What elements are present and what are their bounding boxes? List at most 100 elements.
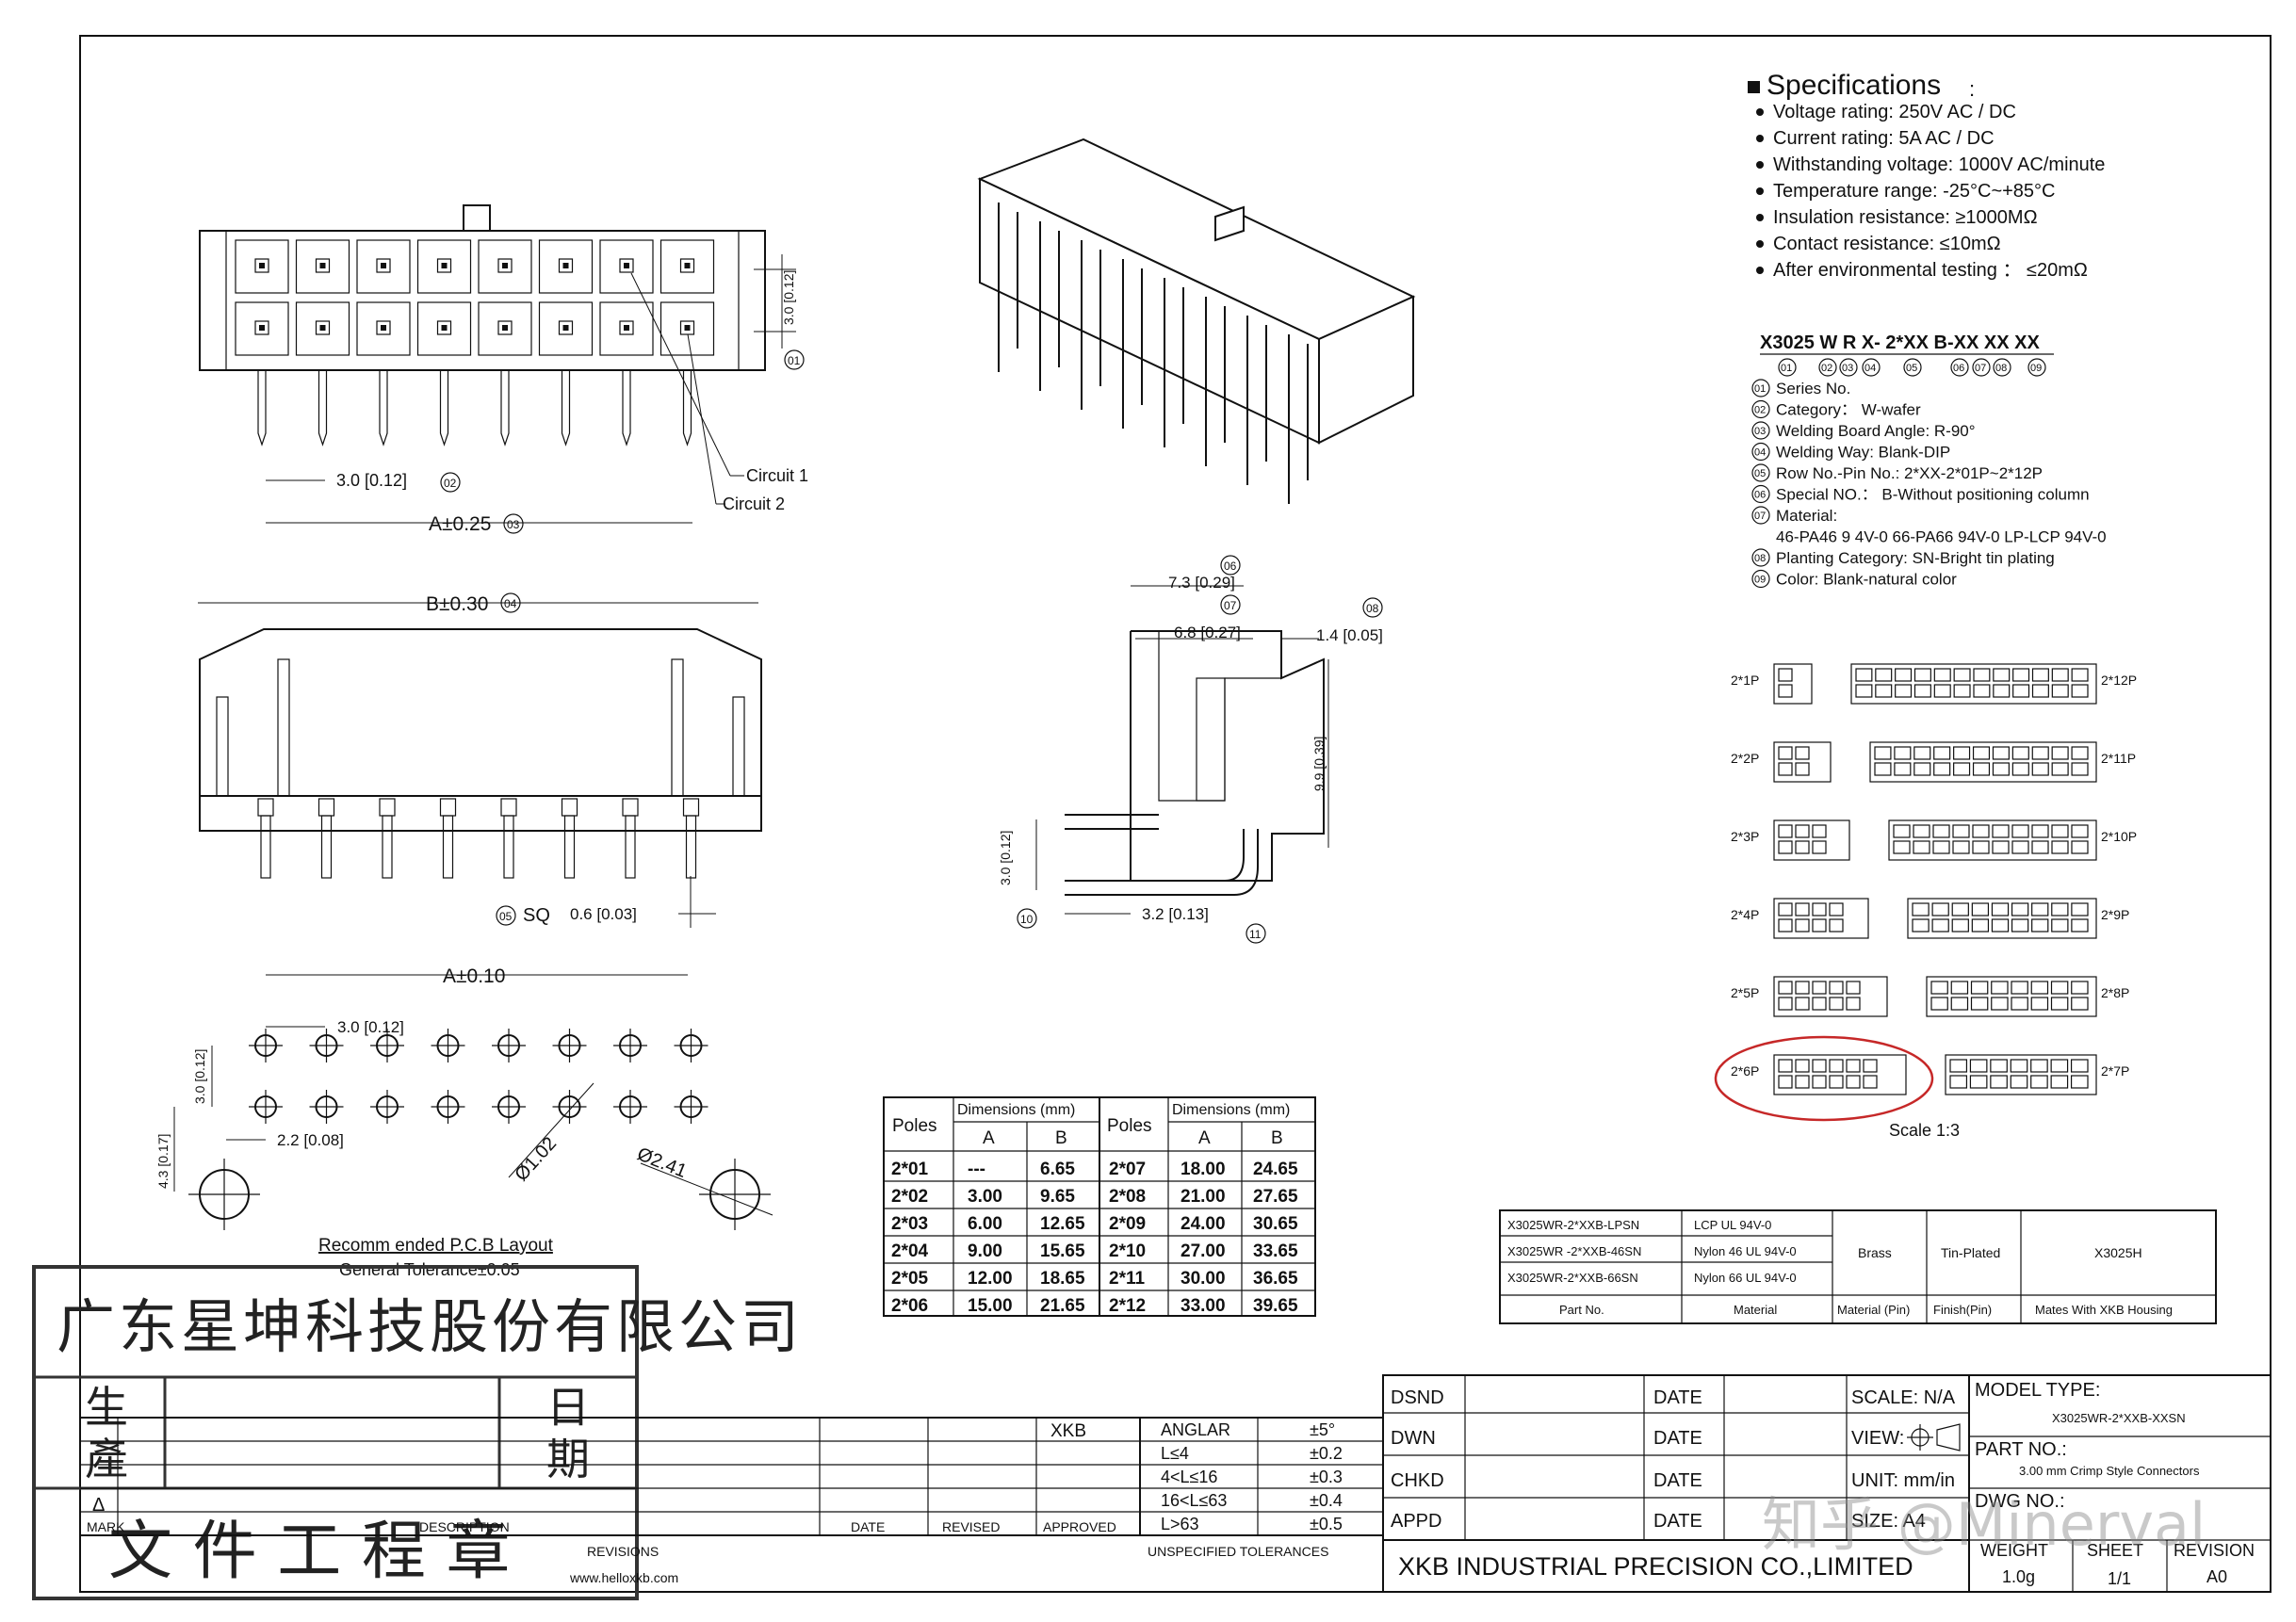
tol-value: ±0.5 [1310,1515,1343,1533]
front-cavity [235,239,289,294]
front-pin [257,370,267,446]
dim-cell: 27.00 [1181,1241,1226,1261]
circled-ref-num: 01 [788,354,801,367]
dim-cell: 2*01 [891,1160,929,1179]
mat-part-no: X3025WR-2*XXB-66SN [1507,1271,1638,1285]
spec-item: Current rating: 5A AC / DC [1773,128,1995,149]
variant-right-shape [1945,1054,2097,1095]
legend-item: Welding Board Angle: R-90° [1776,422,1976,440]
dim-cell: 2*12 [1109,1296,1146,1316]
tb-model-type: MODEL TYPE: [1975,1380,2100,1401]
front-cavity [478,239,532,294]
variant-right-shape [1907,898,2097,939]
circled-ref-num: 11 [1249,928,1262,941]
variant-right-shape [1888,819,2097,861]
code-num: 02 [1821,363,1832,374]
circled-ref [1220,555,1241,576]
circled-ref-num: 08 [1366,602,1379,615]
drawing-frame [79,35,2272,1593]
dim-cell: 30.65 [1253,1214,1298,1234]
circled-ref [440,472,461,493]
front-cavity [235,301,289,356]
front-pin [439,370,449,446]
pcb-22-dim: 2.2 [0.08] [277,1131,344,1149]
top-pin [260,815,271,879]
front-cavity [659,239,715,294]
front-pin [379,370,388,446]
pcb-layout: A±0.10 3.0 [0.12] 3.0 [0.12] 4.3 [0.17] … [155,965,773,1279]
circled-ref-num: 05 [499,910,513,923]
dim-cell: 30.00 [1181,1269,1226,1289]
dim-cell: 33.00 [1181,1296,1226,1316]
top-pin-housing [379,798,396,817]
dim-col-a-left: A [983,1128,995,1148]
circled-ref-num: 04 [504,597,517,610]
tb-view: VIEW: [1851,1428,1904,1449]
variant-label: 2*2P [1731,751,1759,766]
variants-grid: 2*1P2*2P2*3P2*4P2*5P2*6P2*12P2*11P2*10P2… [1731,663,2137,1095]
legend-num: 07 [1754,511,1766,522]
mat-footer-label: Material [1734,1303,1777,1317]
sq-label: SQ [523,905,550,926]
variant-label: 2*8P [2101,985,2129,1000]
rev-date: DATE [851,1519,885,1534]
dim-cell: 6.65 [1040,1160,1075,1179]
variant-left-shape [1773,1054,1907,1095]
tb-date-4: DATE [1653,1511,1702,1532]
stamp-wenjian: 文 件 工 程 章 [108,1515,510,1589]
variant-right-shape [1926,976,2097,1017]
variant-left-shape [1773,976,1888,1017]
dim-cell: 12.65 [1040,1214,1085,1234]
spec-item: Insulation resistance: ≥1000MΩ [1773,207,2038,228]
part-code-text: X3025 W R X- 2*XX B-XX XX XX [1760,333,2040,353]
front-pin [561,370,571,446]
mat-footer-label: Material (Pin) [1837,1303,1910,1317]
company-stamp: 广东星坤科技股份有限公司 生 產 日 期 文 件 工 程 章 [32,1265,803,1600]
dim-cell: 18.65 [1040,1269,1085,1289]
top-pin-housing [622,798,639,817]
tol-value: ±0.4 [1310,1491,1343,1510]
specifications: Specifications : Voltage rating: 250V AC… [1748,70,2105,281]
circled-ref [496,905,516,926]
dim-cell: 2*11 [1109,1269,1145,1289]
variant-label: 2*10P [2101,829,2137,844]
dim-cell: 24.00 [1181,1214,1226,1234]
spec-item: Temperature range: -25°C~+85°C [1773,181,2056,202]
circled-ref [503,513,524,534]
top-pin-housing [318,798,335,817]
circled-ref [1362,597,1383,618]
code-num: 01 [1781,363,1792,374]
tb-appd: APPD [1391,1511,1441,1532]
front-pitch-dim: 3.0 [0.12] [336,471,407,490]
mat-part-no: X3025WR-2*XXB-LPSN [1507,1218,1639,1232]
stamp-company: 广东星坤科技股份有限公司 [57,1292,803,1361]
variant-label: 2*5P [1731,985,1759,1000]
tol-value: ±0.3 [1310,1468,1343,1486]
variant-label: 2*1P [1731,673,1759,688]
circled-ref [1246,923,1266,944]
front-cavity [538,239,594,294]
legend-num: 09 [1754,575,1766,586]
dim-cell: 2*06 [891,1296,928,1316]
tb-date-3: DATE [1653,1470,1702,1491]
side-dim-32: 3.2 [0.13] [1142,905,1209,923]
dim-col-a-right: A [1198,1128,1211,1148]
projection-icon [1907,1423,1961,1452]
dim-cell: 27.65 [1253,1187,1298,1207]
front-pin [500,370,510,446]
side-dim-99: 9.9 [0.39] [1311,737,1327,791]
legend-item: Row No.-Pin No.: 2*XX-2*01P~2*12P [1776,464,2043,482]
dim-header-dim-right: Dimensions (mm) [1172,1102,1290,1118]
circuit-2-label: Circuit 2 [723,495,785,513]
variants-scale: Scale 1:3 [1889,1121,1960,1140]
front-cavity [599,301,654,356]
front-cavity [356,239,411,294]
pcb-a-tol: A±0.10 [443,965,505,987]
front-row-dim: 3.0 [0.12] [781,270,796,325]
front-cavity [295,239,350,294]
variant-left-shape [1773,741,1832,783]
tb-weight-v: 1.0g [2002,1567,2035,1586]
